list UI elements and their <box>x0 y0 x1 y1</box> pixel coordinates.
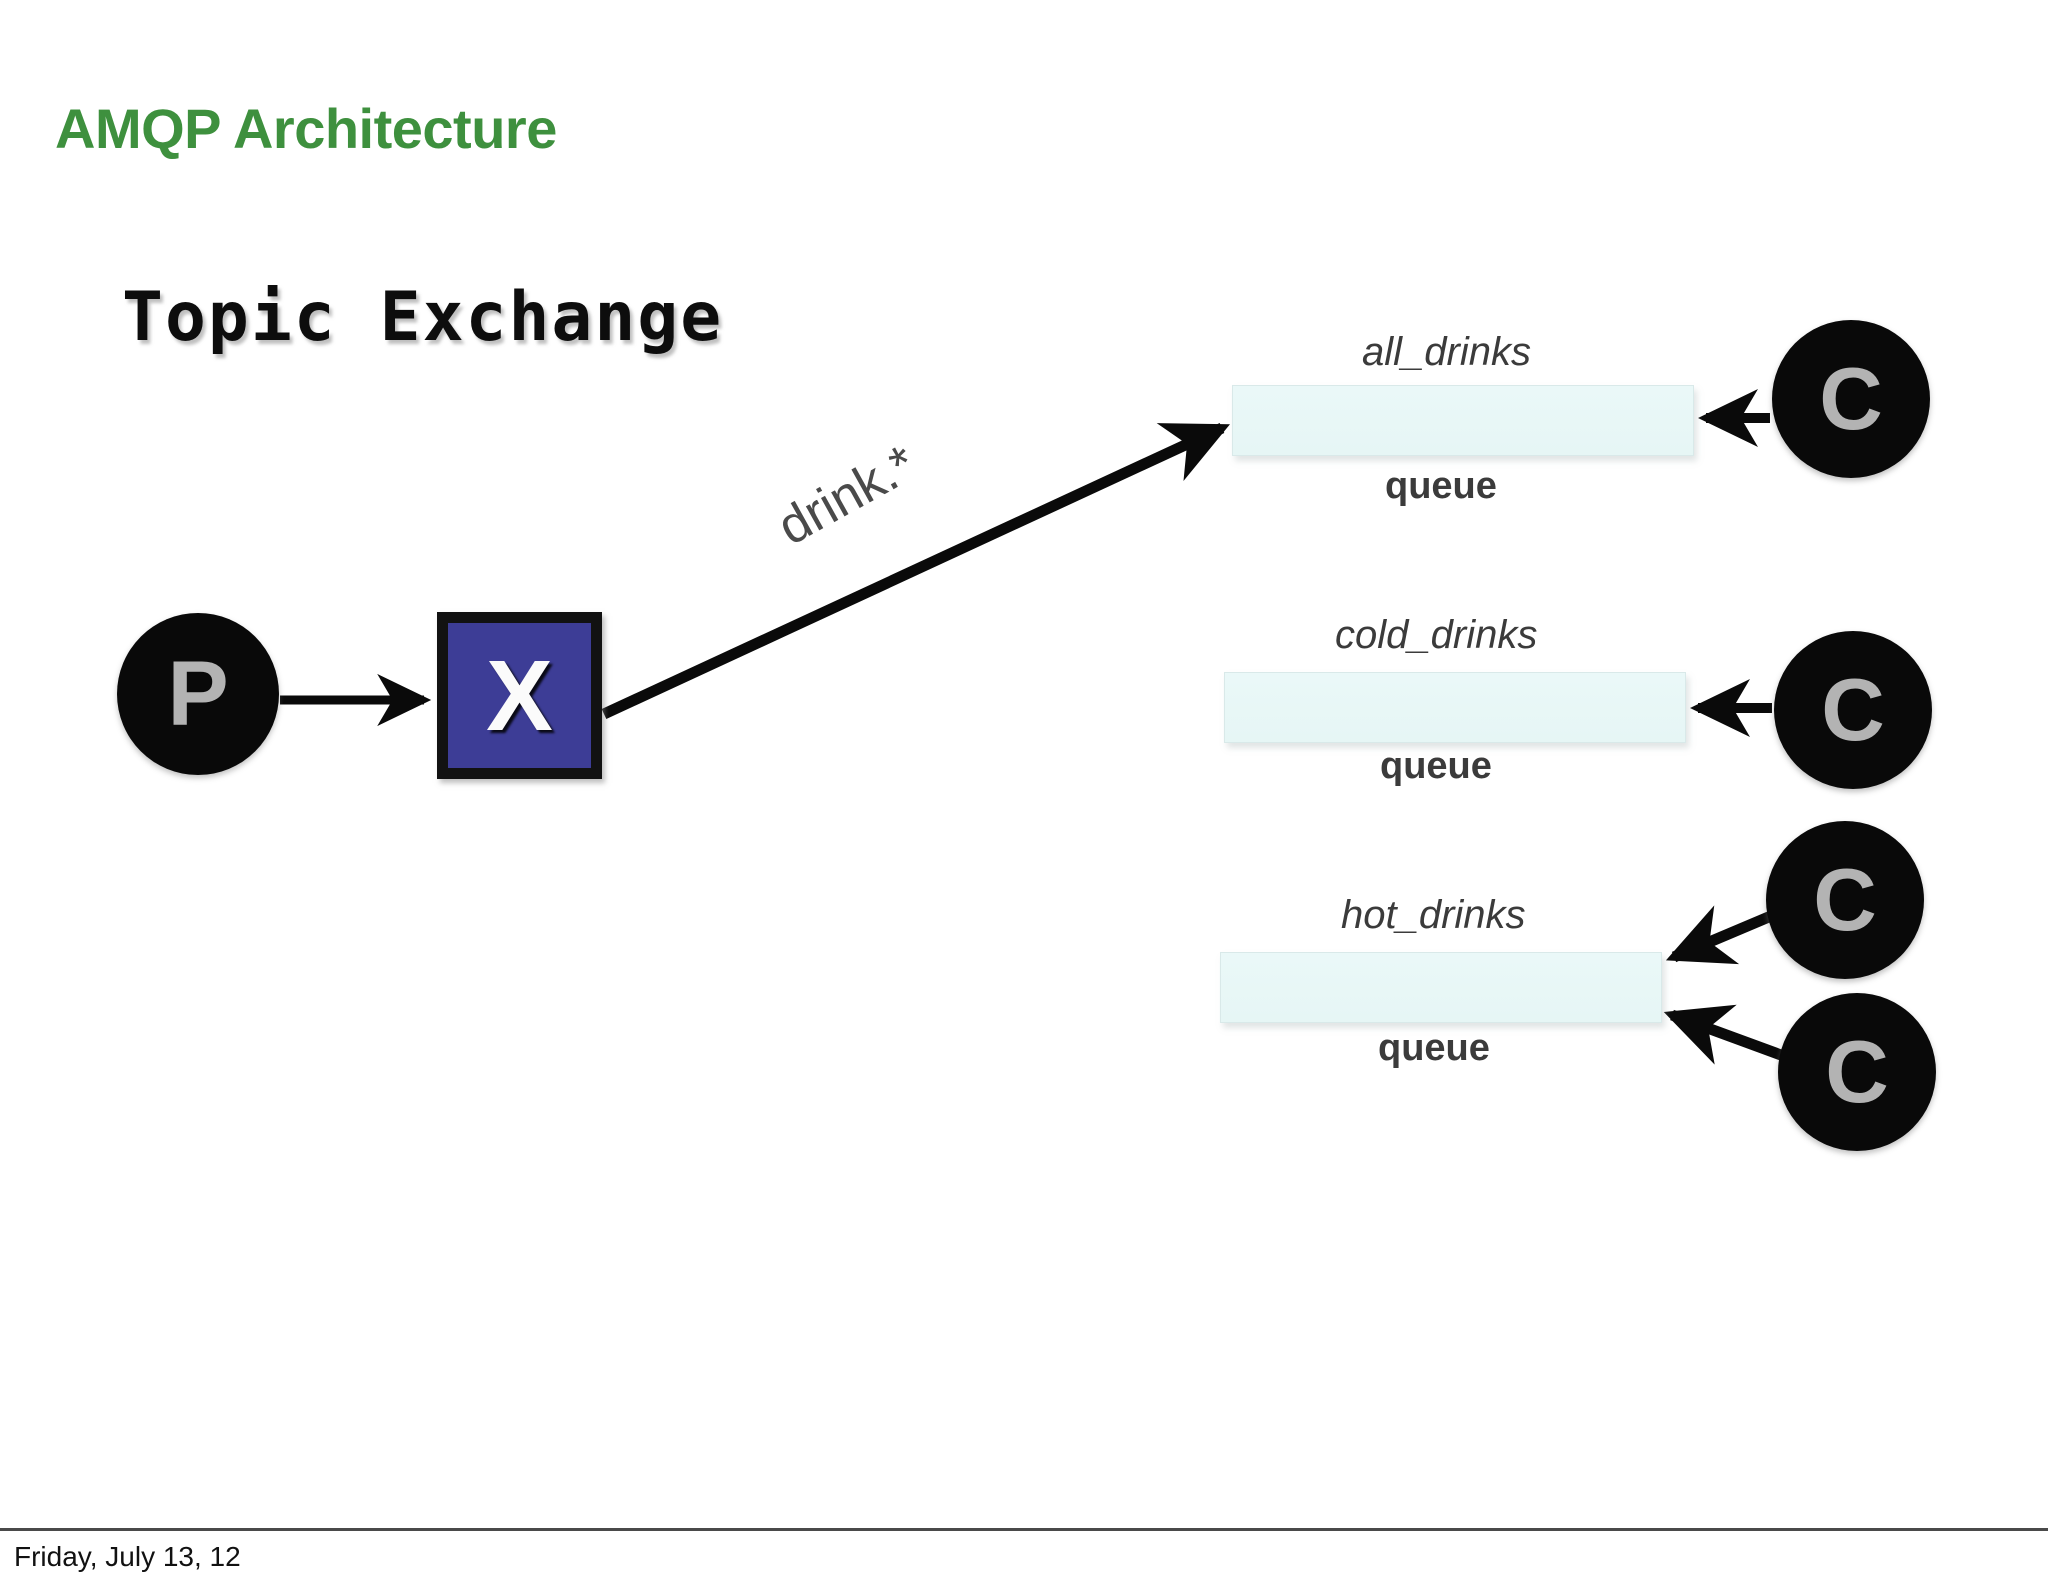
footer-divider <box>0 1528 2048 1531</box>
queue-box-cold-drinks[interactable] <box>1224 672 1686 743</box>
footer-date: Friday, July 13, 12 <box>14 1541 241 1572</box>
exchange-letter: X <box>486 639 553 752</box>
consumer-node-4[interactable]: C <box>1778 993 1936 1151</box>
consumer-node-1[interactable]: C <box>1772 320 1930 478</box>
queue-box-all-drinks[interactable] <box>1232 385 1694 456</box>
consumer-letter: C <box>1813 850 1877 949</box>
queue-label-cold-drinks: cold_drinks <box>1335 613 1538 657</box>
queue-box-hot-drinks[interactable] <box>1220 952 1662 1023</box>
consumer-letter: C <box>1819 349 1883 448</box>
queue-label-all-drinks: all_drinks <box>1362 330 1531 374</box>
producer-letter: P <box>167 643 229 745</box>
exchange-type-heading: Topic Exchange <box>122 278 724 357</box>
producer-node[interactable]: P <box>117 613 279 775</box>
consumer-node-2[interactable]: C <box>1774 631 1932 789</box>
queue-sublabel-all-drinks: queue <box>1385 465 1497 507</box>
queue-sublabel-cold-drinks: queue <box>1380 745 1492 787</box>
queue-sublabel-hot-drinks: queue <box>1378 1027 1490 1069</box>
queue-label-hot-drinks: hot_drinks <box>1341 893 1526 937</box>
page-title: AMQP Architecture <box>55 97 557 160</box>
exchange-node[interactable]: X <box>437 612 602 779</box>
binding-key-label: drink.* <box>768 434 926 557</box>
consumer-node-3[interactable]: C <box>1766 821 1924 979</box>
consumer-letter: C <box>1825 1022 1889 1121</box>
consumer-letter: C <box>1821 660 1885 759</box>
